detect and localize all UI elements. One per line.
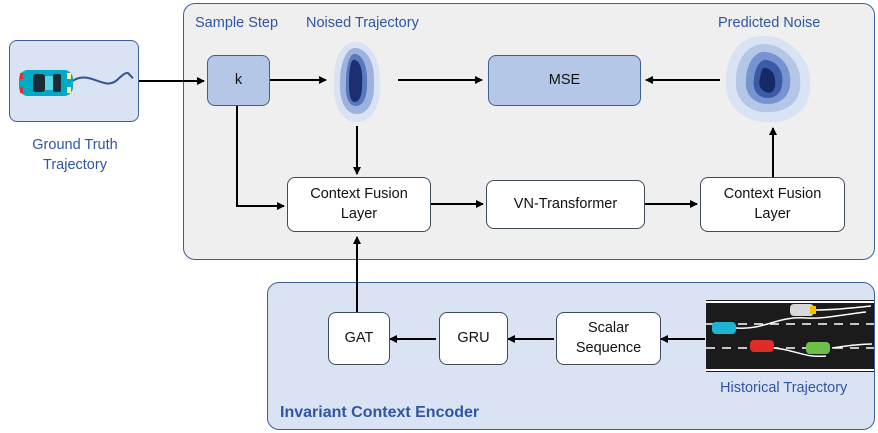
noise-contour-icon bbox=[333, 41, 381, 122]
car-icon bbox=[19, 70, 134, 96]
noise-contour-icon bbox=[725, 35, 811, 123]
historical-trajectory-label: Historical Trajectory bbox=[720, 380, 848, 396]
predicted-noise-label: Predicted Noise bbox=[718, 15, 821, 31]
sample-step-k-box: k bbox=[207, 55, 270, 106]
context-fusion-layer-right: Context Fusion Layer bbox=[700, 177, 845, 232]
ground-truth-label: Ground Truth Trajectory bbox=[32, 137, 118, 174]
encoder-title: Invariant Context Encoder bbox=[280, 404, 480, 421]
scalar-sequence-box: Scalar Sequence bbox=[556, 312, 661, 365]
vn-transformer-box: VN-Transformer bbox=[486, 180, 645, 229]
context-fusion-layer-left: Context Fusion Layer bbox=[287, 177, 431, 232]
road-scene-icon bbox=[706, 300, 874, 372]
sample-step-label: Sample Step bbox=[195, 15, 279, 31]
gru-box: GRU bbox=[439, 312, 508, 365]
noised-trajectory-label: Noised Trajectory bbox=[306, 15, 419, 31]
gat-box: GAT bbox=[328, 312, 390, 365]
mse-box: MSE bbox=[488, 55, 641, 106]
